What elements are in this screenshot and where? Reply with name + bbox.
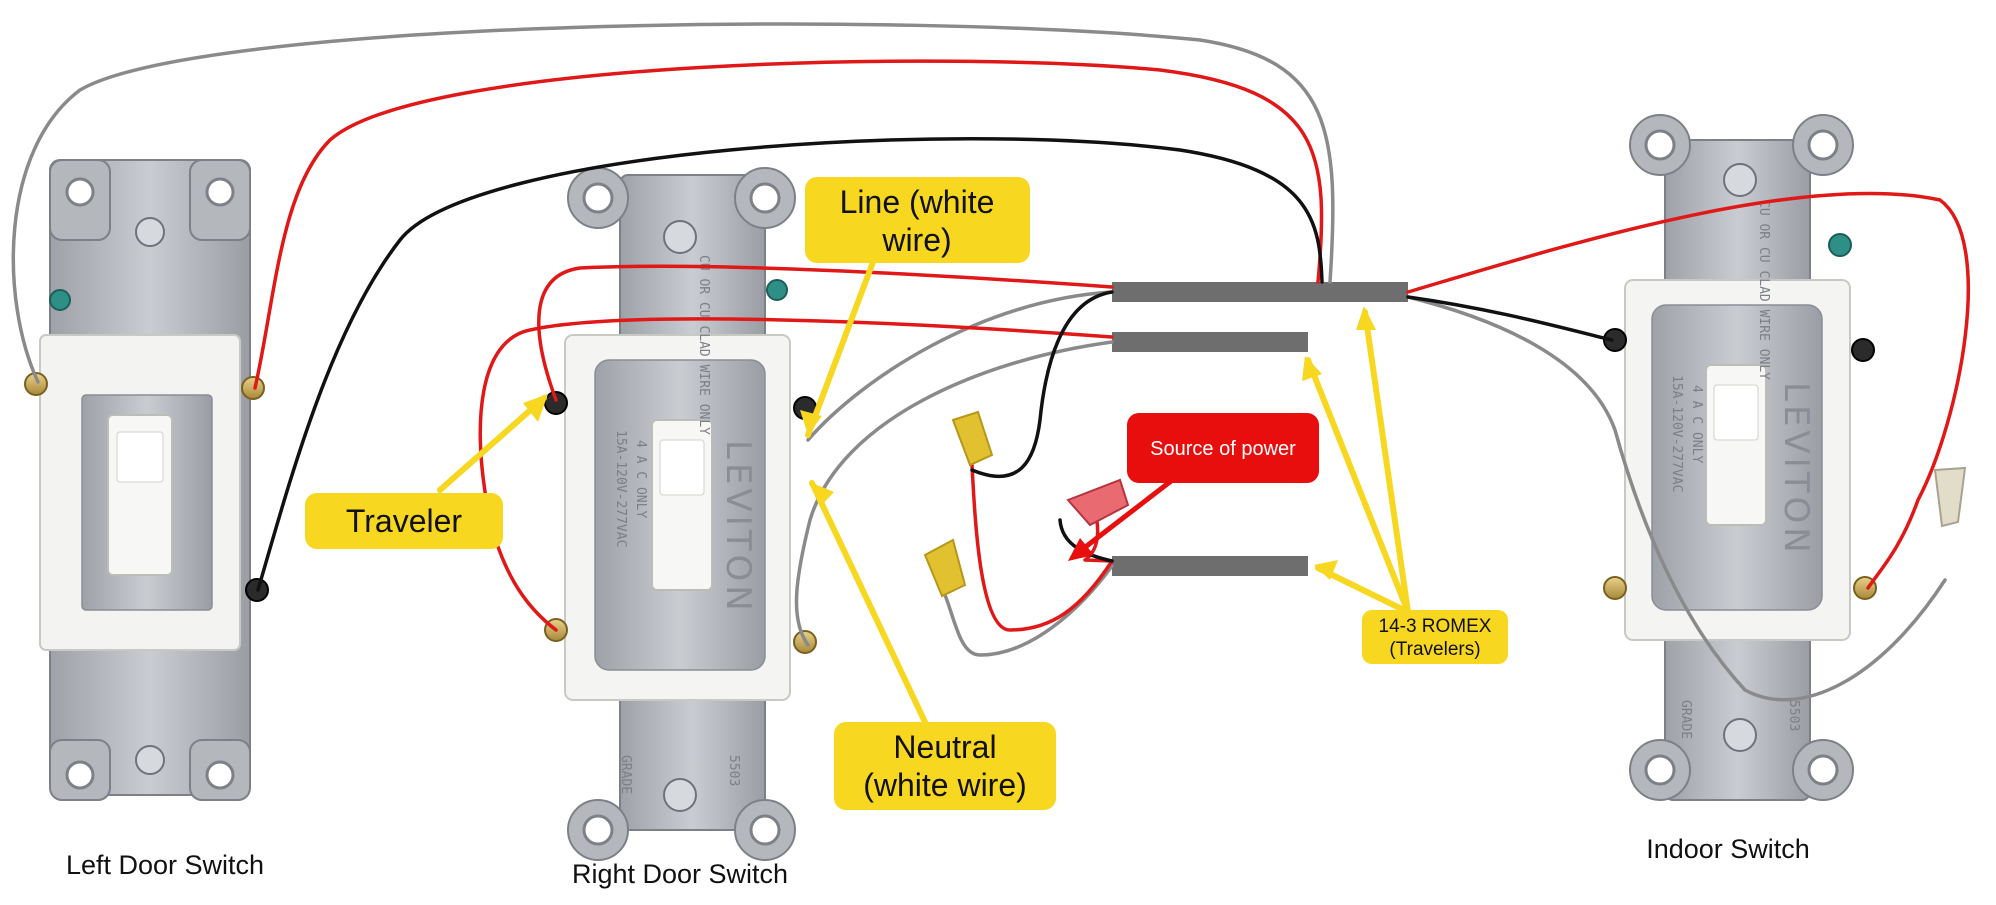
romex-cable-middle [1112, 332, 1308, 352]
wire-gray [943, 564, 1114, 657]
arrowhead-icon [523, 394, 548, 422]
power-leader [1072, 475, 1178, 558]
callout-romex-text-1: 14-3 ROMEX [1379, 616, 1492, 637]
common-screw-icon [1603, 328, 1627, 352]
callout-neutral: Neutral (white wire) [834, 722, 1056, 810]
arrowhead-icon [800, 410, 822, 435]
arrowhead-icon [1314, 560, 1338, 580]
wire-nut-icon [1933, 466, 1967, 528]
wire-nut-icon [1066, 478, 1130, 527]
traveler-screw-icon [24, 372, 48, 396]
wire-black [256, 137, 1324, 592]
indoor-switch-label: Indoor Switch [1646, 834, 1810, 864]
romex-leader [1362, 309, 1411, 615]
callout-line-text-2: wire) [881, 222, 951, 258]
callout-leaders [437, 259, 1411, 725]
mounting-screw-icon [1723, 163, 1757, 197]
wire-red [970, 463, 1114, 632]
common-screw-icon [1851, 338, 1875, 362]
wire-gray [806, 290, 1114, 442]
wire-red [253, 59, 1324, 390]
traveler-screw-icon [1603, 576, 1627, 600]
right-door-switch: LEVITON 15A-120V-277VAC 4 A C ONLY CU OR… [544, 167, 817, 861]
mounting-screw-icon [135, 217, 165, 247]
wire-red [1406, 191, 1971, 590]
romex-cable-top [1112, 282, 1408, 302]
mounting-screw-icon [663, 220, 697, 254]
wires [11, 22, 1971, 702]
ground-screw-icon [766, 279, 788, 301]
callout-line: Line (white wire) [805, 177, 1030, 263]
switch-rating-ac: 4 A C ONLY [633, 440, 648, 518]
callout-power: Source of power [1127, 413, 1319, 483]
wire-red [478, 317, 1114, 632]
callout-romex-text-2: (Travelers) [1389, 639, 1480, 660]
neutral-leader [809, 480, 928, 725]
switch-brand: LEVITON [718, 440, 758, 615]
wire-red [537, 264, 1114, 402]
callout-arrowheads [523, 306, 1376, 580]
switch-brand: LEVITON [1776, 382, 1816, 557]
left-door-switch-label: Left Door Switch [66, 850, 264, 880]
switch-rating: 15A-120V-277VAC [613, 430, 628, 547]
romex-leader [1315, 565, 1411, 615]
switch-wire-note: CU OR CU CLAD WIRE ONLY [1756, 200, 1771, 380]
indoor-switch: LEVITON 15A-120V-277VAC 4 A C ONLY CU OR… [1603, 114, 1877, 801]
wire-nut-icon [951, 410, 994, 467]
common-screw-icon [544, 391, 568, 415]
right-door-switch-label: Right Door Switch [572, 859, 788, 889]
traveler-leader [437, 395, 547, 493]
switch-grade: GRADE [618, 755, 633, 794]
wire-gray [794, 340, 1114, 647]
romex-cables [1112, 282, 1408, 576]
romex-cable-bottom [1112, 556, 1308, 576]
wire-gray [11, 22, 1335, 384]
arrowhead-icon [1356, 306, 1376, 330]
switch-rating: 15A-120V-277VAC [1669, 375, 1684, 492]
left-door-switch [24, 159, 269, 801]
wire-black [970, 290, 1114, 478]
callout-romex: 14-3 ROMEX (Travelers) [1362, 610, 1508, 664]
callout-line-text-1: Line (white [840, 184, 995, 220]
traveler-screw-icon [241, 376, 265, 400]
line-leader [805, 259, 876, 438]
switch-wire-note: CU OR CU CLAD WIRE ONLY [696, 255, 711, 435]
ground-screw-icon [1828, 233, 1852, 257]
callout-neutral-text-2: (white wire) [863, 767, 1027, 803]
wire-nut-icon [923, 538, 967, 598]
arrowhead-icon [1302, 356, 1322, 381]
callout-traveler: Traveler [305, 493, 503, 549]
romex-leader [1305, 357, 1411, 615]
wire-black [1406, 295, 1614, 342]
switch-rating-ac: 4 A C ONLY [1689, 385, 1704, 463]
switch-cat-number: 5503 [1786, 700, 1801, 731]
arrowhead-icon [812, 483, 834, 507]
ground-screw-icon [49, 289, 71, 311]
wire-nuts [923, 410, 1967, 598]
callout-neutral-text-1: Neutral [893, 729, 996, 765]
callout-power-text: Source of power [1150, 438, 1296, 460]
wire-gray [1406, 295, 1947, 702]
callout-traveler-text: Traveler [346, 503, 463, 539]
arrowhead-icon [1068, 538, 1094, 561]
switch-grade: GRADE [1678, 700, 1693, 739]
switch-cat-number: 5503 [726, 755, 741, 786]
